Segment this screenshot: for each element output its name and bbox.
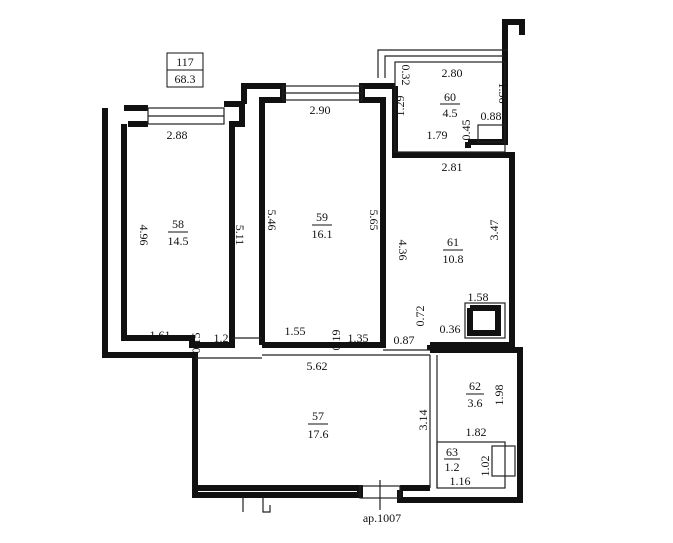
dim: 1.02 — [478, 456, 492, 477]
room-59-label: 59 16.1 — [312, 210, 333, 241]
room-57-label: 57 17.6 — [308, 409, 329, 441]
plan-caption: ap.1007 — [363, 511, 401, 525]
room-area: 16.1 — [312, 227, 333, 241]
room-number: 63 — [446, 445, 458, 459]
apartment-area-box: 117 68.3 — [166, 52, 204, 88]
dim: 4.96 — [137, 225, 151, 246]
dim: 1.29 — [393, 96, 407, 117]
dim: 0.32 — [399, 65, 413, 86]
dim: 0.19 — [329, 330, 343, 351]
thin-lines — [147, 49, 516, 513]
dimension-labels: 2.88 4.96 5.11 1.61 0.15 1.27 2.90 5.46 … — [137, 65, 510, 489]
apartment-area: 68.3 — [175, 72, 196, 86]
room-58-label: 58 14.5 — [168, 217, 189, 248]
dim: 1.82 — [466, 425, 487, 439]
dim: 4.36 — [396, 240, 410, 261]
room-62-label: 62 3.6 — [466, 379, 484, 410]
dim: 0.72 — [413, 306, 427, 327]
dim: 1.27 — [214, 331, 235, 345]
dim: 1.79 — [427, 128, 448, 142]
dim: 0.15 — [189, 333, 203, 354]
dim: 5.11 — [233, 225, 247, 246]
room-number: 57 — [312, 409, 324, 423]
dim: 0.87 — [394, 333, 415, 347]
dim: 1.98 — [492, 385, 506, 406]
dim: 2.90 — [310, 103, 331, 117]
room-number: 60 — [444, 90, 456, 104]
dim: 3.14 — [416, 410, 430, 431]
dim: 1.36 — [496, 83, 510, 104]
apartment-number: 117 — [176, 55, 194, 69]
room-61-label: 61 10.8 — [443, 235, 464, 266]
dim: 1.35 — [348, 331, 369, 345]
dim: 0.45 — [459, 120, 473, 141]
dim: 2.88 — [167, 128, 188, 142]
dim: 5.62 — [307, 359, 328, 373]
room-60-label: 60 4.5 — [440, 90, 460, 120]
dim: 2.81 — [442, 160, 463, 174]
room-number: 62 — [469, 379, 481, 393]
room-number: 59 — [316, 210, 328, 224]
dim: 0.36 — [440, 322, 461, 336]
room-area: 17.6 — [308, 427, 329, 441]
room-area: 14.5 — [168, 234, 189, 248]
room-area: 10.8 — [443, 252, 464, 266]
room-area: 3.6 — [468, 396, 483, 410]
room-number: 61 — [447, 235, 459, 249]
dim: 1.58 — [468, 290, 489, 304]
room-63-label: 63 1.2 — [444, 445, 460, 474]
dim: 2.80 — [442, 66, 463, 80]
dim: 5.46 — [265, 210, 279, 231]
room-number: 58 — [172, 217, 184, 231]
dim: 0.88 — [481, 109, 502, 123]
dim: 5.65 — [367, 210, 381, 231]
dim: 3.47 — [487, 220, 501, 241]
room-area: 4.5 — [443, 106, 458, 120]
dim: 1.16 — [450, 474, 471, 488]
dim: 1.61 — [150, 328, 171, 342]
room-area: 1.2 — [445, 460, 460, 474]
dim: 1.55 — [285, 324, 306, 338]
